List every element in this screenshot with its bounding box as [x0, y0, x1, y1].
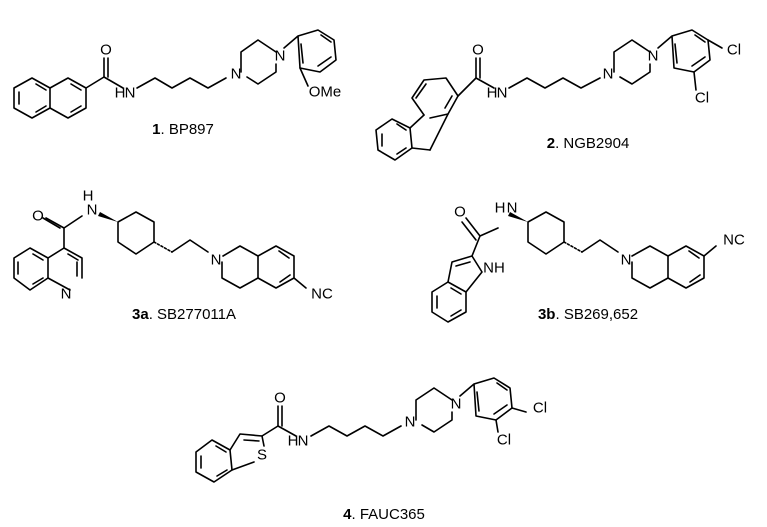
compound-3b-number: 3b	[538, 306, 556, 323]
compound-4-atom-o: O	[274, 390, 286, 407]
compound-3b-caption: 3b. SB269,652	[538, 306, 638, 323]
compound-1-atom-ome: OMe	[309, 84, 342, 101]
compound-2-caption: 2. NGB2904	[547, 135, 630, 152]
compound-1-number: 1	[152, 121, 160, 138]
compound-4-atom-n2: N	[451, 396, 462, 413]
compound-3b-atom-n-ring: N	[621, 252, 632, 269]
compound-3a-atom-nc: NC	[311, 286, 333, 303]
compound-3a-number: 3a	[132, 306, 149, 323]
compound-1-structure	[13, 29, 337, 119]
compound-3a-atom-n-ring: N	[211, 252, 222, 269]
compound-3a-atom-n-amide: N	[87, 202, 98, 219]
compound-2-atom-cl2: Cl	[695, 90, 709, 107]
compound-1-atom-n2: N	[275, 48, 286, 65]
compound-4-number: 4	[343, 506, 352, 523]
compound-3b-atom-o: O	[454, 204, 466, 221]
compound-3b-name: SB269,652	[564, 306, 638, 323]
compound-2-name: NGB2904	[563, 135, 629, 152]
compound-3b-atom-nc: NC	[723, 232, 745, 249]
compound-2-atom-o: O	[472, 42, 484, 59]
compound-2-atom-h-amide: H	[487, 85, 498, 102]
compound-3a-atom-o: O	[32, 208, 44, 225]
compound-4-atom-cl2: Cl	[497, 432, 511, 449]
compound-2-atom-n-amide: N	[497, 85, 508, 102]
compound-2-structure	[375, 29, 723, 161]
compound-1-caption: 1. BP897	[152, 121, 214, 138]
compound-2-number: 2	[547, 135, 555, 152]
compound-1-atom-n1: N	[231, 66, 242, 83]
compound-3a-atom-h: H	[83, 188, 94, 205]
compound-3a-atom-n-quinoline: N	[61, 286, 72, 303]
compound-4-atom-s: S	[257, 447, 267, 464]
compound-3a-name: SB277011A	[157, 306, 236, 323]
compound-3b-atom-n-indole: NH	[483, 260, 505, 277]
compound-4-structure	[195, 377, 527, 483]
compound-4-atom-n1: N	[405, 414, 416, 431]
compound-4-atom-h-amide: H	[288, 433, 299, 450]
compound-1-atom-h-amide: H	[115, 85, 126, 102]
compound-3b-separator: .	[555, 306, 563, 323]
compound-1-atom-n-amide: N	[125, 85, 136, 102]
compound-4-separator: .	[351, 506, 359, 523]
compound-3b-atom-n-amide: N	[507, 200, 518, 217]
compound-4-atom-cl1: Cl	[533, 400, 547, 417]
compound-4-caption: 4. FAUC365	[343, 506, 425, 523]
compound-3b-structure	[431, 211, 717, 323]
compound-3a-caption: 3a. SB277011A	[132, 306, 236, 323]
compound-3b-atom-h-amide: H	[495, 200, 506, 217]
compound-1-separator: .	[160, 121, 168, 138]
compound-2-atom-n1: N	[603, 66, 614, 83]
compound-2-separator: .	[555, 135, 563, 152]
compound-1-atom-o: O	[100, 42, 112, 59]
compound-2-atom-cl1: Cl	[727, 42, 741, 59]
compound-1-name: BP897	[169, 121, 214, 138]
compound-4-name: FAUC365	[360, 506, 425, 523]
compound-2-atom-n2: N	[648, 48, 659, 65]
compound-3a-separator: .	[149, 306, 157, 323]
compound-3a-structure	[13, 211, 307, 291]
compound-4-atom-n-amide: N	[298, 433, 309, 450]
